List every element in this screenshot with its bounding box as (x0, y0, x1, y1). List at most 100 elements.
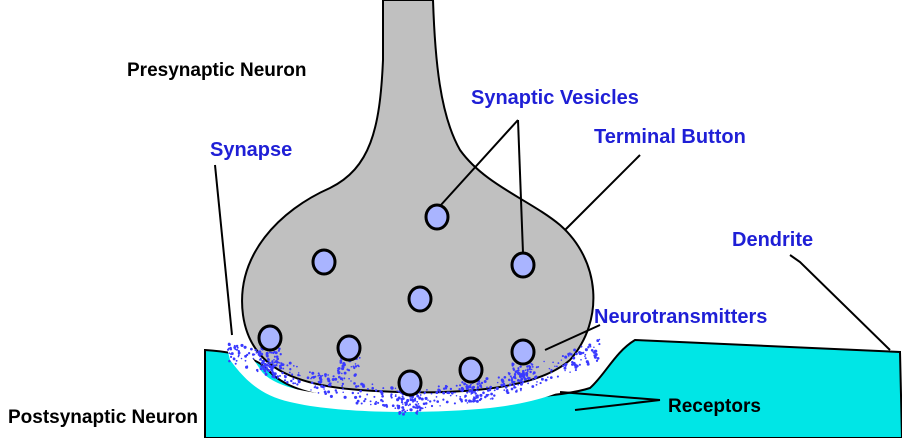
neurotransmitter-dot (354, 373, 357, 376)
neurotransmitter-dot (271, 360, 273, 362)
neurotransmitter-dot (532, 366, 534, 368)
neurotransmitter-dot (476, 389, 478, 391)
neurotransmitter-dot (584, 356, 585, 357)
vesicle (512, 340, 534, 364)
neurotransmitter-dot (476, 383, 479, 386)
neurotransmitter-dot (398, 411, 401, 414)
neurotransmitter-dot (530, 363, 532, 365)
vesicle (460, 358, 482, 382)
neurotransmitter-dot (517, 379, 520, 382)
neurotransmitter-dot (419, 409, 421, 411)
neurotransmitter-dot (396, 390, 398, 392)
neurotransmitter-dot (402, 403, 403, 404)
neurotransmitter-dot (425, 407, 426, 408)
neurotransmitter-dot (294, 382, 296, 384)
neurotransmitter-dot (456, 395, 458, 397)
neurotransmitter-dot (435, 391, 438, 394)
neurotransmitter-dot (377, 402, 379, 404)
neurotransmitter-dot (319, 381, 321, 383)
neurotransmitter-dot (259, 359, 261, 361)
neurotransmitter-dot (536, 366, 538, 368)
neurotransmitter-dot (508, 379, 511, 382)
neurotransmitter-dot (267, 362, 269, 364)
neurotransmitter-dot (572, 356, 575, 359)
terminal-button-label: Terminal Button (594, 126, 746, 148)
neurotransmitter-dot (443, 388, 445, 390)
neurotransmitter-dot (596, 360, 598, 362)
neurotransmitter-dot (244, 346, 247, 349)
neurotransmitter-dot (320, 375, 322, 377)
neurotransmitter-dot (340, 377, 343, 380)
neurotransmitter-dot (351, 366, 353, 368)
neurotransmitter-dot (505, 386, 507, 388)
neurotransmitter-dot (597, 357, 600, 360)
neurotransmitter-dot (316, 387, 319, 390)
neurotransmitter-dot (372, 383, 374, 385)
neurotransmitter-dot (479, 383, 481, 385)
neurotransmitter-dot (236, 345, 238, 347)
neurotransmitter-dot (230, 348, 232, 350)
neurotransmitter-dot (257, 370, 259, 372)
neurotransmitter-dot (515, 387, 517, 389)
neurotransmitter-dot (534, 376, 537, 379)
neurotransmitter-dot (497, 382, 498, 383)
neurotransmitter-dot (517, 384, 519, 386)
neurotransmitter-dot (265, 367, 268, 370)
neurotransmitter-dot (528, 365, 530, 367)
neurotransmitter-dot (407, 410, 409, 412)
neurotransmitter-dot (362, 385, 365, 388)
neurotransmitter-dot (445, 385, 447, 387)
neurotransmitter-dot (342, 391, 344, 393)
neurotransmitter-dot (238, 350, 240, 352)
neurotransmitters-label: Neurotransmitters (594, 306, 767, 328)
neurotransmitter-dot (554, 366, 556, 368)
neurotransmitter-dot (529, 371, 531, 373)
neurotransmitter-dot (531, 385, 534, 388)
neurotransmitter-dot (398, 391, 400, 393)
neurotransmitter-dot (307, 376, 310, 379)
neurotransmitter-dot (323, 388, 325, 390)
neurotransmitter-dot (491, 397, 493, 399)
neurotransmitter-dot (318, 372, 320, 374)
neurotransmitter-dot (466, 392, 468, 394)
neurotransmitter-dot (327, 379, 330, 382)
neurotransmitter-dot (341, 365, 344, 368)
neurotransmitter-dot (286, 364, 288, 366)
neurotransmitter-dot (230, 356, 232, 358)
neurotransmitter-dot (439, 405, 440, 406)
neurotransmitter-dot (550, 376, 553, 379)
neurotransmitter-dot (564, 356, 567, 359)
neurotransmitter-dot (357, 392, 359, 394)
neurotransmitter-dot (496, 387, 499, 390)
neurotransmitter-dot (238, 356, 240, 358)
neurotransmitter-dot (482, 391, 485, 394)
neurotransmitter-dot (401, 410, 403, 412)
neurotransmitter-dot (436, 396, 438, 398)
neurotransmitter-dot (414, 407, 416, 409)
neurotransmitter-dot (381, 395, 384, 398)
neurotransmitter-dot (341, 385, 343, 387)
neurotransmitter-dot (292, 378, 294, 380)
neurotransmitter-dot (470, 393, 472, 395)
neurotransmitter-dot (334, 378, 337, 381)
presynaptic-neuron-label: Presynaptic Neuron (127, 60, 307, 81)
neurotransmitter-dot (314, 376, 316, 378)
neurotransmitter-dot (476, 400, 479, 403)
neurotransmitter-dot (367, 388, 369, 390)
neurotransmitter-dot (532, 379, 534, 381)
neurotransmitter-dot (493, 394, 495, 396)
neurotransmitter-dot (485, 378, 487, 380)
neurotransmitter-dot (413, 399, 415, 401)
neurotransmitter-dot (556, 365, 558, 367)
neurotransmitter-dot (486, 386, 488, 388)
neurotransmitter-dot (536, 381, 538, 383)
neurotransmitter-dot (515, 370, 518, 373)
neurotransmitter-dot (408, 405, 410, 407)
neurotransmitter-dot (420, 394, 422, 396)
neurotransmitter-dot (244, 355, 247, 358)
neurotransmitter-dot (357, 400, 360, 403)
neurotransmitter-dot (450, 395, 452, 397)
neurotransmitter-dot (370, 404, 372, 406)
neurotransmitter-dot (564, 367, 567, 370)
neurotransmitter-dot (233, 358, 236, 361)
